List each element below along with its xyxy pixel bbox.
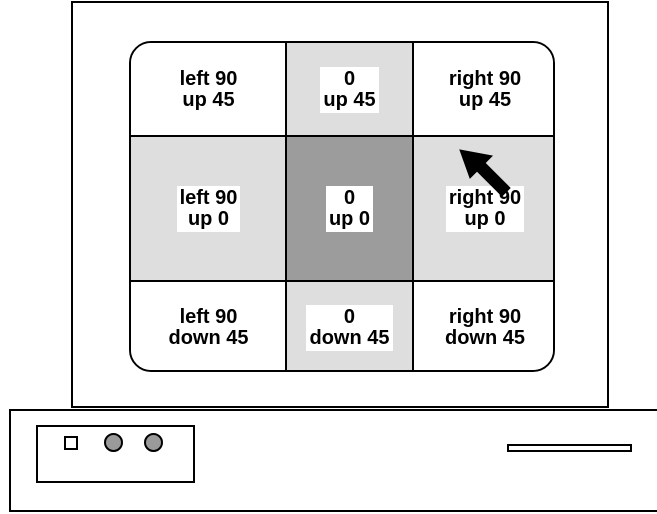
grid-divider — [412, 43, 414, 370]
cell-label: right 90 up 45 — [445, 66, 525, 113]
cell-label-line2: up 0 — [464, 207, 506, 230]
cell-label: left 90 up 0 — [176, 185, 241, 232]
cell-label-line2: down 45 — [309, 326, 390, 349]
grid-divider — [131, 135, 553, 137]
cell-label: 0 up 0 — [325, 185, 374, 232]
grid-divider — [285, 43, 287, 370]
cell-label-line2: up 0 — [187, 207, 230, 230]
cell-label-line1: right 90 — [448, 305, 522, 328]
cell-label-line1: right 90 — [448, 67, 522, 90]
cell-right90-up45[interactable]: right 90 up 45 — [413, 43, 553, 136]
cell-label-line2: up 45 — [323, 88, 376, 111]
disk-slot-icon[interactable] — [507, 444, 632, 452]
cell-label: 0 down 45 — [306, 304, 393, 351]
cell-left90-down45[interactable]: left 90 down 45 — [131, 281, 286, 370]
cell-label-line1: left 90 — [179, 305, 238, 328]
cell-label-line2: down 45 — [168, 326, 249, 349]
cell-0-down45[interactable]: 0 down 45 — [286, 281, 413, 370]
cell-label: left 90 down 45 — [165, 304, 252, 351]
screen-grid: left 90 up 45 0 up 45 right 90 up 45 lef… — [129, 41, 555, 372]
cell-label-line2: up 45 — [182, 88, 235, 111]
cell-label-line2: down 45 — [444, 326, 525, 349]
round-knob-icon[interactable] — [144, 433, 163, 452]
round-knob-icon[interactable] — [104, 433, 123, 452]
cell-label: left 90 up 45 — [176, 66, 241, 113]
cell-label: right 90 down 45 — [441, 304, 528, 351]
cell-right90-down45[interactable]: right 90 down 45 — [413, 281, 553, 370]
cell-label-line1: left 90 — [179, 67, 238, 90]
cell-label-line1: 0 — [343, 67, 356, 90]
cell-0-up45[interactable]: 0 up 45 — [286, 43, 413, 136]
cell-label-line1: 0 — [343, 186, 356, 209]
square-button-icon[interactable] — [64, 436, 78, 450]
grid-divider — [131, 280, 553, 282]
cell-0-up0[interactable]: 0 up 0 — [286, 136, 413, 281]
cell-label-line1: left 90 — [179, 186, 238, 209]
cell-left90-up45[interactable]: left 90 up 45 — [131, 43, 286, 136]
cell-left90-up0[interactable]: left 90 up 0 — [131, 136, 286, 281]
cell-label-line1: 0 — [343, 305, 356, 328]
control-panel — [36, 425, 195, 483]
cell-label: 0 up 45 — [320, 66, 379, 113]
cell-label-line2: up 0 — [328, 207, 371, 230]
cell-label-line2: up 45 — [458, 88, 512, 111]
